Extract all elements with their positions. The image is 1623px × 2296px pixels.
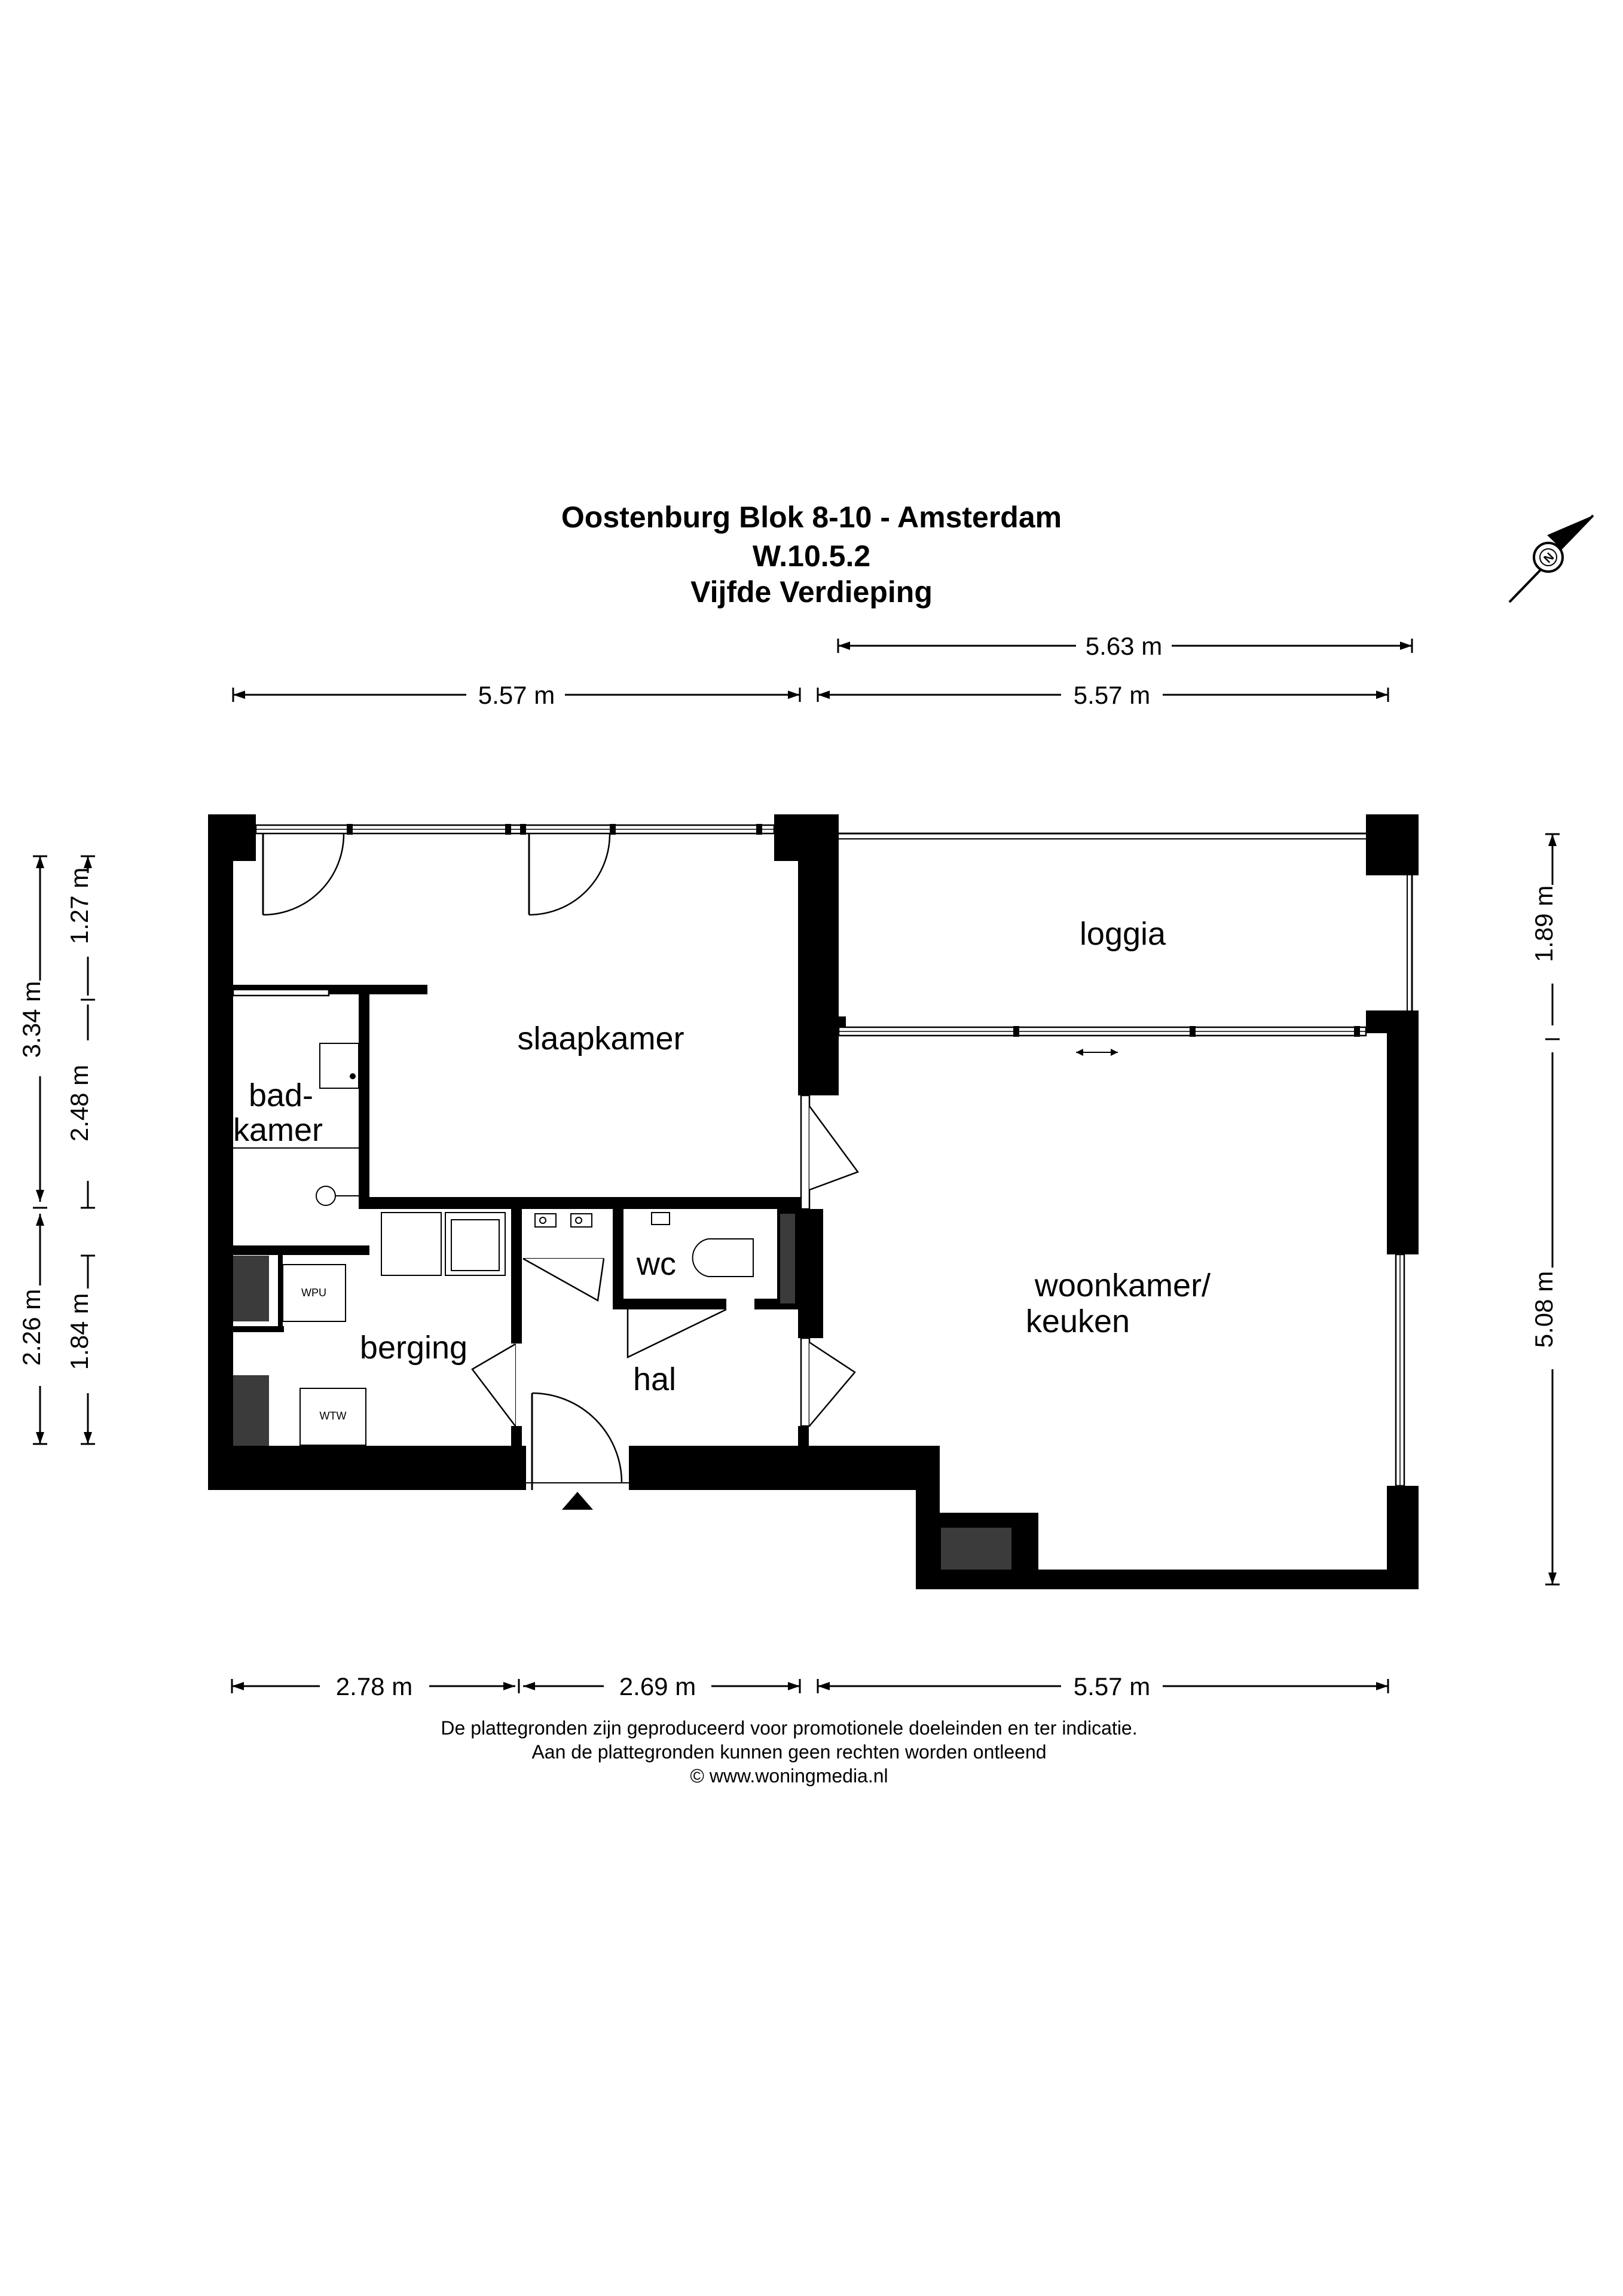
window-living-right — [1395, 1253, 1405, 1487]
room-label-berging: berging — [360, 1330, 467, 1366]
plan-unit-code: W.10.5.2 — [752, 539, 871, 573]
bedroom-balcony-door-left[interactable] — [262, 833, 345, 916]
sliding-door-arrow-icon — [1076, 1049, 1118, 1056]
hal-living-door[interactable] — [800, 1337, 856, 1427]
room-label-woonkamer-1: woonkamer/ — [1034, 1268, 1211, 1303]
dimension-bottom: 2.78 m 2.69 m 5.57 m — [231, 1672, 1389, 1700]
loggia-railing-top — [839, 832, 1366, 839]
dim-top-right: 5.57 m — [1074, 681, 1150, 709]
dimension-left-inner: 1.27 m 2.48 m 1.84 m — [65, 855, 95, 1445]
plan-title: Oostenburg Blok 8-10 - Amsterdam — [561, 500, 1062, 534]
shaft-wc — [780, 1214, 795, 1303]
plan-floor-name: Vijfde Verdieping — [690, 575, 933, 609]
room-label-woonkamer-2: keuken — [1026, 1303, 1130, 1339]
disclaimer-line-2: Aan de plattegronden kunnen geen rechten… — [531, 1741, 1047, 1763]
entrance-marker-icon — [562, 1492, 593, 1510]
meterkast-fixtures — [534, 1213, 592, 1228]
shaft-living — [941, 1528, 1011, 1570]
wpu-unit: WPU — [282, 1264, 346, 1322]
copyright-line: © www.woningmedia.nl — [690, 1765, 888, 1787]
wpu-label: WPU — [301, 1287, 326, 1299]
dimension-top-right: 5.57 m — [817, 681, 1389, 709]
wc-toilet — [651, 1212, 754, 1277]
washing-machine — [381, 1212, 442, 1276]
dimension-left-outer: 3.34 m 2.26 m — [17, 855, 47, 1445]
window-bathroom-left — [232, 988, 330, 997]
north-arrow-icon: N — [1508, 514, 1594, 603]
dim-left-outer-bottom: 2.26 m — [17, 1289, 45, 1366]
front-door[interactable] — [526, 1392, 629, 1490]
dryer — [445, 1212, 506, 1276]
dim-left-outer-top: 3.34 m — [17, 981, 45, 1058]
wc-door[interactable] — [626, 1308, 727, 1358]
dim-left-inner-1: 1.27 m — [65, 868, 93, 944]
wtw-label: WTW — [320, 1410, 347, 1422]
dimension-right: 1.89 m 5.08 m — [1530, 833, 1560, 1586]
dim-right-top: 1.89 m — [1530, 886, 1558, 962]
dim-bottom-2: 2.69 m — [619, 1672, 696, 1700]
shaft-upper — [233, 1256, 269, 1321]
room-label-hal: hal — [633, 1361, 676, 1397]
dimension-top-upper: 5.63 m — [837, 632, 1413, 660]
loggia-facade-window — [838, 1026, 1367, 1037]
meterkast-door[interactable] — [522, 1257, 605, 1302]
dim-top-upper: 5.63 m — [1086, 632, 1162, 660]
room-label-slaapkamer: slaapkamer — [517, 1021, 684, 1057]
room-label-badkamer-2: kamer — [233, 1112, 323, 1148]
dim-left-inner-3: 1.84 m — [65, 1293, 93, 1370]
dim-top-left: 5.57 m — [478, 681, 555, 709]
dim-bottom-1: 2.78 m — [336, 1672, 412, 1700]
shower-drain — [233, 1147, 359, 1206]
exterior-walls — [208, 814, 1419, 1589]
loggia-railing-right — [1407, 875, 1413, 1010]
windows-bedroom — [255, 824, 775, 835]
dim-bottom-3: 5.57 m — [1074, 1672, 1150, 1700]
room-label-wc: wc — [636, 1246, 676, 1282]
dim-right-bottom: 5.08 m — [1530, 1271, 1558, 1348]
room-label-badkamer-1: bad- — [249, 1077, 313, 1113]
bathroom-sink — [319, 1043, 359, 1089]
wtw-unit: WTW — [299, 1388, 366, 1446]
disclaimer-line-1: De plattegronden zijn geproduceerd voor … — [441, 1717, 1138, 1739]
bedroom-living-door[interactable] — [800, 1094, 859, 1210]
room-label-loggia: loggia — [1080, 916, 1166, 952]
shaft-lower — [233, 1375, 269, 1446]
dimension-top-left: 5.57 m — [232, 681, 801, 709]
bedroom-balcony-door-right[interactable] — [528, 833, 611, 916]
berging-door[interactable] — [471, 1343, 516, 1427]
dim-left-inner-2: 2.48 m — [65, 1065, 93, 1141]
